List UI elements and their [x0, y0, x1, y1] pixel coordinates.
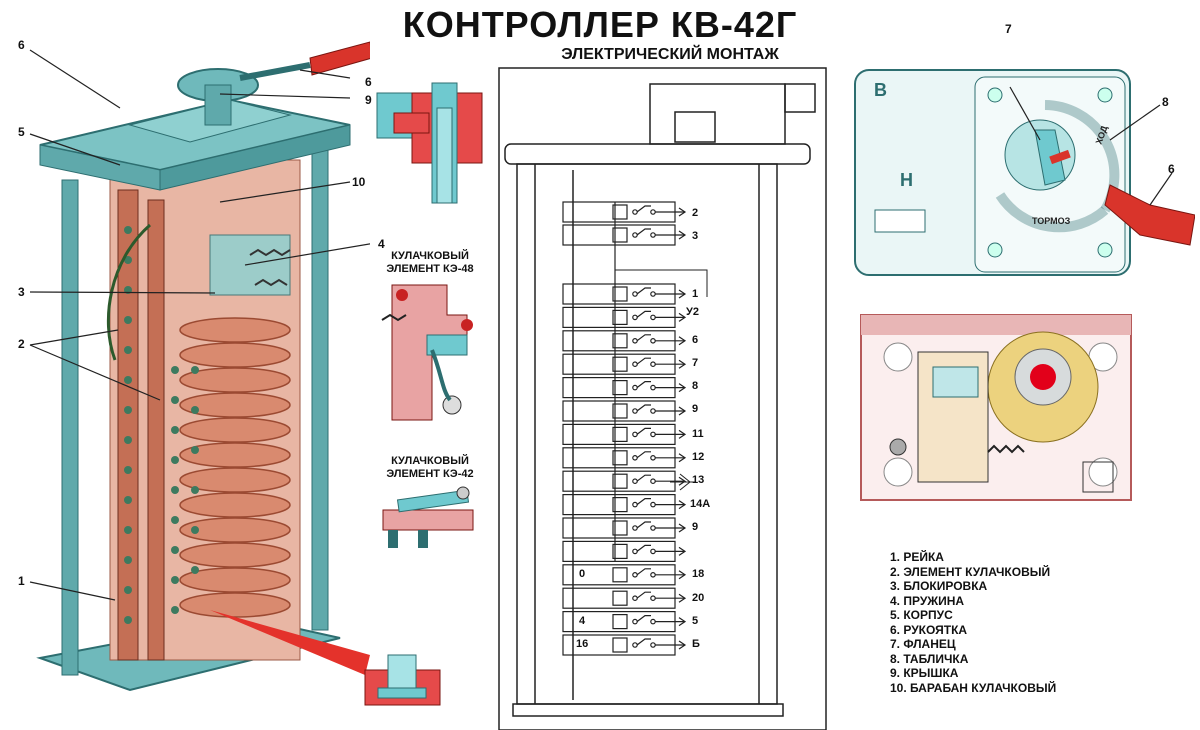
switch-row-main-13 — [562, 564, 687, 586]
ke42-drawing — [382, 486, 474, 548]
ke42-line2: ЭЛЕМЕНТ КЭ-42 — [386, 468, 474, 480]
switch-row-top-2 — [562, 224, 687, 246]
wire-label-1: 1 — [692, 288, 699, 300]
callout-5: 5 — [18, 125, 25, 139]
wire-label-20: 20 — [692, 592, 705, 604]
wire-label-16: 16 — [576, 638, 589, 650]
legend-item-1: 1. РЕЙКА — [890, 550, 944, 564]
switch-row-main-6 — [562, 400, 687, 422]
callout-8: 8 — [1162, 95, 1169, 109]
wire-label-u2: У2 — [686, 306, 699, 318]
wire-label-18: 18 — [692, 568, 705, 580]
wire-label-2: 2 — [692, 207, 699, 219]
callout-3: 3 — [18, 285, 25, 299]
ke48-line2: ЭЛЕМЕНТ КЭ-48 — [386, 263, 474, 275]
callout-6a: 6 — [18, 38, 25, 52]
switch-row-main-8 — [562, 447, 687, 469]
switch-row-main-1 — [562, 283, 687, 305]
legend-item-10: 10. БАРАБАН КУЛАЧКОВЫЙ — [890, 680, 1057, 695]
callout-2: 2 — [18, 337, 25, 351]
legend-item-9: 9. КРЫШКА — [890, 666, 959, 680]
page-title: КОНТРОЛЛЕР КВ-42Г — [402, 4, 798, 45]
controller-drawing — [29, 41, 370, 692]
switch-row-top-1 — [562, 201, 687, 223]
ke48-drawing — [381, 284, 473, 421]
wire-label-14a: 14A — [690, 498, 711, 510]
wire-label-11: 11 — [692, 428, 704, 440]
legend: 1. РЕЙКА 2. ЭЛЕМЕНТ КУЛАЧКОВЫЙ 3. БЛОКИР… — [890, 550, 1056, 695]
interior-view — [860, 314, 1132, 501]
switch-row-main-15 — [562, 610, 687, 633]
wire-label-8: 8 — [692, 380, 699, 392]
legend-item-3: 3. БЛОКИРОВКА — [890, 579, 988, 593]
cover-view — [854, 69, 1195, 276]
wire-label-7: 7 — [692, 357, 699, 369]
switch-row-main-7 — [562, 423, 687, 445]
callout-1: 1 — [18, 574, 25, 588]
wire-label-3: 3 — [692, 230, 699, 242]
wire-label-9: 9 — [692, 403, 699, 415]
scale-tormoz: ТОРМОЗ — [1032, 216, 1071, 226]
switch-row-main-4 — [562, 353, 687, 375]
switch-row-main-10 — [562, 494, 687, 516]
ke42-line1: КУЛАЧКОВЫЙ — [391, 455, 469, 467]
legend-item-4: 4. ПРУЖИНА — [890, 593, 965, 608]
wire-label-4: 4 — [579, 615, 586, 627]
switch-row-main-12 — [562, 540, 687, 562]
legend-item-6: 6. РУКОЯТКА — [890, 622, 968, 637]
cover-letter-v: В — [874, 80, 887, 100]
wire-label-12: 12 — [692, 451, 705, 463]
switch-row-main-9 — [562, 470, 687, 492]
wire-label-9b: 9 — [692, 521, 699, 533]
switch-row-main-3 — [562, 330, 687, 352]
switch-row-main-14 — [562, 587, 687, 609]
legend-item-8: 8. ТАБЛИЧКА — [890, 651, 969, 666]
wire-label-13: 13 — [692, 474, 705, 486]
switch-row-main-16 — [562, 634, 687, 656]
wire-label-6: 6 — [692, 334, 699, 346]
contact-detail — [364, 654, 441, 706]
callout-9: 9 — [365, 93, 372, 107]
wire-label-5: 5 — [692, 615, 699, 627]
callout-6b: 6 — [365, 75, 372, 89]
legend-item-2: 2. ЭЛЕМЕНТ КУЛАЧКОВЫЙ — [890, 564, 1051, 579]
switch-row-main-2 — [562, 306, 687, 328]
callout-7: 7 — [1005, 22, 1012, 36]
ke42-label: КУЛАЧКОВЫЙ ЭЛЕМЕНТ КЭ-42 — [385, 455, 475, 481]
wiring-subtitle: ЭЛЕКТРИЧЕСКИЙ МОНТАЖ — [561, 46, 779, 63]
wire-label-0: 0 — [579, 568, 586, 580]
legend-item-7: 7. ФЛАНЕЦ — [890, 637, 956, 651]
legend-item-5: 5. КОРПУС — [890, 608, 953, 622]
cam-detail-top — [376, 82, 483, 204]
callout-4: 4 — [378, 237, 385, 251]
wiring-diagram — [498, 67, 827, 730]
cover-letter-n: Н — [900, 170, 913, 190]
switch-row-main-5 — [562, 377, 687, 399]
switch-row-main-11 — [562, 517, 687, 539]
callout-10: 10 — [352, 175, 366, 189]
wire-label-b: Б — [692, 638, 700, 650]
callout-6c: 6 — [1168, 162, 1175, 176]
ke48-label: КУЛАЧКОВЫЙ ЭЛЕМЕНТ КЭ-48 — [385, 250, 475, 276]
ke48-line1: КУЛАЧКОВЫЙ — [391, 250, 469, 262]
